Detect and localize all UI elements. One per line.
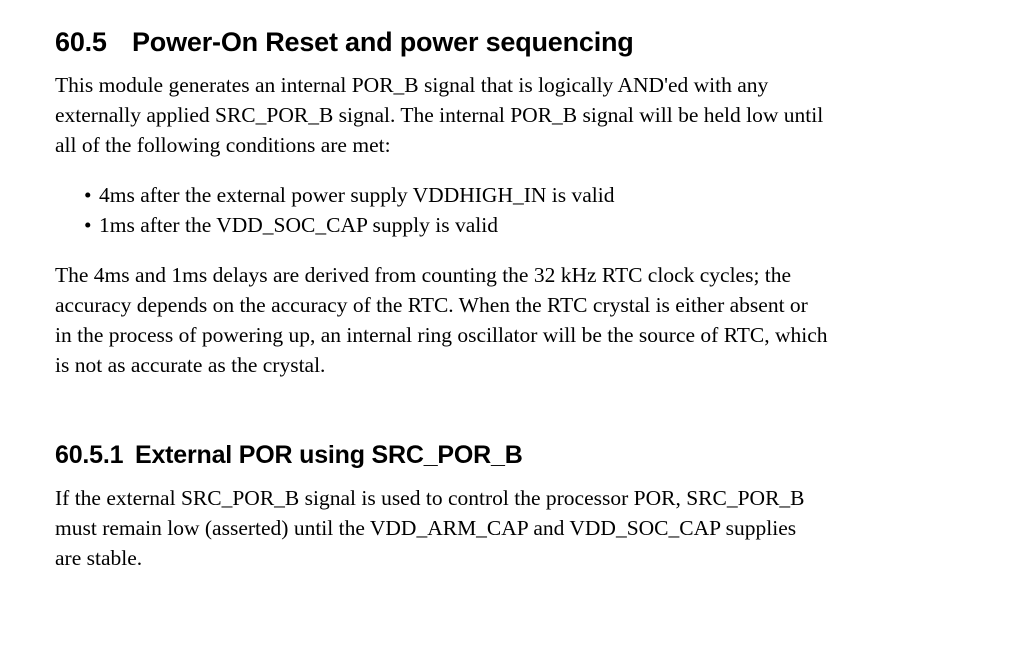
list-item: • 4ms after the external power supply VD… bbox=[55, 180, 1004, 210]
list-item-label: 1ms after the VDD_SOC_CAP supply is vali… bbox=[99, 213, 498, 237]
subsection-heading: 60.5.1 External POR using SRC_POR_B bbox=[55, 380, 1004, 470]
subsection-number: 60.5.1 bbox=[55, 441, 124, 469]
paragraph-line: externally applied SRC_POR_B signal. The… bbox=[55, 103, 824, 127]
paragraph-line: is not as accurate as the crystal. bbox=[55, 353, 326, 377]
intro-paragraph: This module generates an internal POR_B … bbox=[55, 58, 1004, 160]
paragraph-line: must remain low (asserted) until the VDD… bbox=[55, 516, 797, 540]
bullet-icon: • bbox=[84, 213, 92, 237]
paragraph-line: accuracy depends on the accuracy of the … bbox=[55, 293, 808, 317]
list-item: • 1ms after the VDD_SOC_CAP supply is va… bbox=[55, 210, 1004, 240]
section-number: 60.5 bbox=[55, 27, 107, 57]
paragraph-line: in the process of powering up, an intern… bbox=[55, 323, 828, 347]
paragraph-line: all of the following conditions are met: bbox=[55, 133, 391, 157]
conditions-list: • 4ms after the external power supply VD… bbox=[55, 160, 1004, 240]
paragraph-line: If the external SRC_POR_B signal is used… bbox=[55, 486, 805, 510]
section-heading: 60.5 Power-On Reset and power sequencing bbox=[55, 0, 1004, 58]
list-item-label: 4ms after the external power supply VDDH… bbox=[99, 183, 615, 207]
paragraph-line: The 4ms and 1ms delays are derived from … bbox=[55, 263, 792, 287]
subsection-paragraph: If the external SRC_POR_B signal is used… bbox=[55, 470, 1004, 573]
delays-paragraph: The 4ms and 1ms delays are derived from … bbox=[55, 240, 1004, 380]
bullet-icon: • bbox=[84, 183, 92, 207]
section-title: Power-On Reset and power sequencing bbox=[132, 27, 634, 57]
paragraph-line: are stable. bbox=[55, 546, 143, 570]
subsection-title: External POR using SRC_POR_B bbox=[135, 441, 523, 469]
paragraph-line: This module generates an internal POR_B … bbox=[55, 73, 769, 97]
